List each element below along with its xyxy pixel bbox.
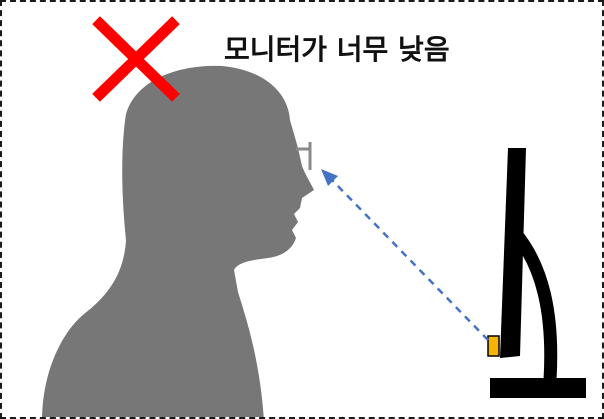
- person-silhouette: [42, 66, 314, 419]
- sight-line-arrowhead: [321, 169, 338, 186]
- caption-text: 모니터가 너무 낮음: [224, 32, 450, 68]
- monitor-icon: [490, 148, 586, 398]
- monitor-base: [490, 378, 586, 398]
- sight-line: [332, 180, 488, 340]
- cross-icon: [100, 24, 172, 94]
- webcam-icon: [488, 336, 499, 356]
